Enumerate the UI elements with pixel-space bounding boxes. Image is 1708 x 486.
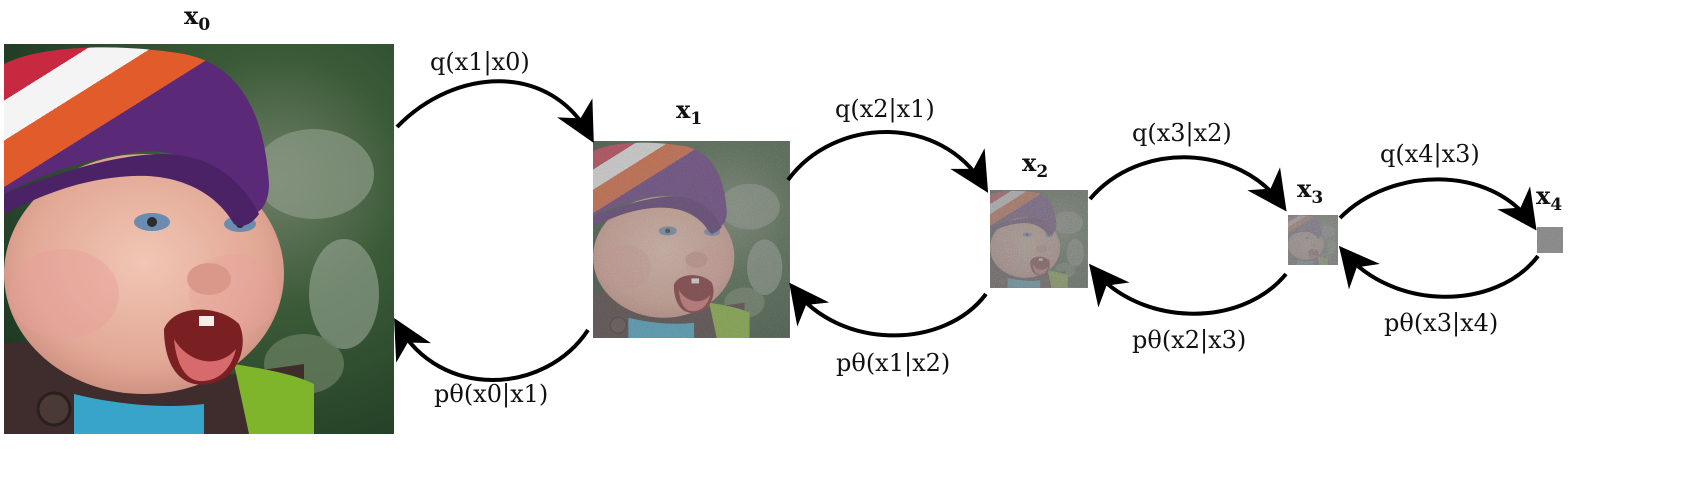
reverse-label-3: pθ(x2|x3) — [1132, 326, 1246, 355]
forward-arrow-1 — [395, 79, 594, 144]
state-label-x3: x3 — [1297, 174, 1323, 208]
reverse-label-4: pθ(x3|x4) — [1384, 309, 1498, 338]
forward-label-3: q(x3|x2) — [1132, 119, 1232, 148]
image-x2 — [990, 190, 1088, 288]
reverse-label-2: pθ(x1|x2) — [836, 349, 950, 378]
image-x0 — [4, 44, 394, 434]
forward-arrow-4 — [1338, 177, 1537, 231]
reverse-arrow-3 — [1088, 263, 1288, 316]
reverse-arrow-2 — [789, 282, 988, 338]
state-label-x0: x0 — [184, 1, 210, 35]
image-x1 — [593, 141, 790, 338]
image-x4 — [1537, 227, 1563, 253]
state-label-x4: x4 — [1536, 181, 1562, 215]
reverse-arrow-1 — [394, 318, 590, 382]
state-label-x1: x1 — [676, 95, 702, 129]
forward-arrow-3 — [1088, 155, 1287, 212]
forward-label-4: q(x4|x3) — [1380, 140, 1480, 169]
reverse-arrow-4 — [1338, 245, 1540, 299]
image-x3 — [1288, 215, 1338, 265]
state-label-x2: x2 — [1022, 148, 1048, 182]
forward-label-2: q(x2|x1) — [835, 95, 935, 124]
forward-label-1: q(x1|x0) — [430, 48, 530, 77]
reverse-label-1: pθ(x0|x1) — [434, 380, 548, 409]
forward-arrow-2 — [786, 130, 989, 193]
